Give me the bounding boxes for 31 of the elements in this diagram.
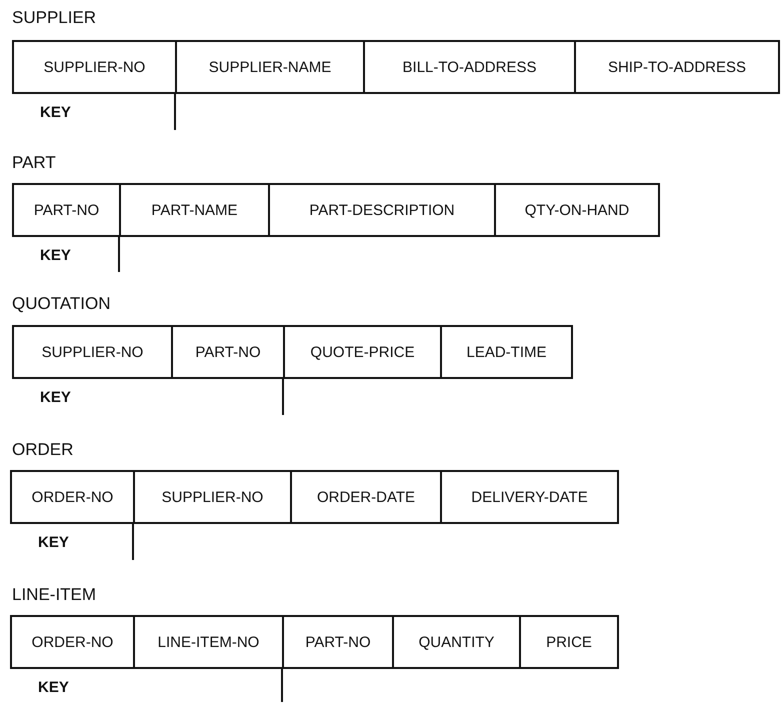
record-name: ORDER: [12, 440, 74, 460]
record-name: PART: [12, 153, 56, 173]
field-cell: QTY-ON-HAND: [494, 183, 660, 237]
field-cell: SUPPLIER-NO: [12, 40, 177, 94]
key-label: KEY: [38, 534, 69, 551]
field-cell: QUANTITY: [392, 615, 521, 669]
record-name: LINE-ITEM: [12, 585, 96, 605]
field-cell: BILL-TO-ADDRESS: [363, 40, 576, 94]
field-cell: SUPPLIER-NO: [12, 325, 173, 379]
field-cell: PART-NAME: [119, 183, 270, 237]
field-cell: PRICE: [519, 615, 619, 669]
key-label: KEY: [40, 247, 71, 264]
key-label: KEY: [40, 104, 71, 121]
key-label: KEY: [38, 679, 69, 696]
field-cell: ORDER-NO: [10, 615, 135, 669]
record-name: QUOTATION: [12, 294, 111, 314]
field-cell: ORDER-DATE: [290, 470, 442, 524]
field-cell: QUOTE-PRICE: [283, 325, 442, 379]
field-cell: SHIP-TO-ADDRESS: [574, 40, 780, 94]
field-cell: ORDER-NO: [10, 470, 135, 524]
field-cell: SUPPLIER-NO: [133, 470, 292, 524]
field-cell: SUPPLIER-NAME: [175, 40, 365, 94]
field-cell: PART-NO: [282, 615, 394, 669]
field-cell: LEAD-TIME: [440, 325, 573, 379]
field-cell: LINE-ITEM-NO: [133, 615, 284, 669]
field-cell: DELIVERY-DATE: [440, 470, 619, 524]
field-cell: PART-NO: [171, 325, 285, 379]
field-cell: PART-DESCRIPTION: [268, 183, 496, 237]
key-label: KEY: [40, 389, 71, 406]
field-cell: PART-NO: [12, 183, 121, 237]
record-name: SUPPLIER: [12, 8, 96, 28]
